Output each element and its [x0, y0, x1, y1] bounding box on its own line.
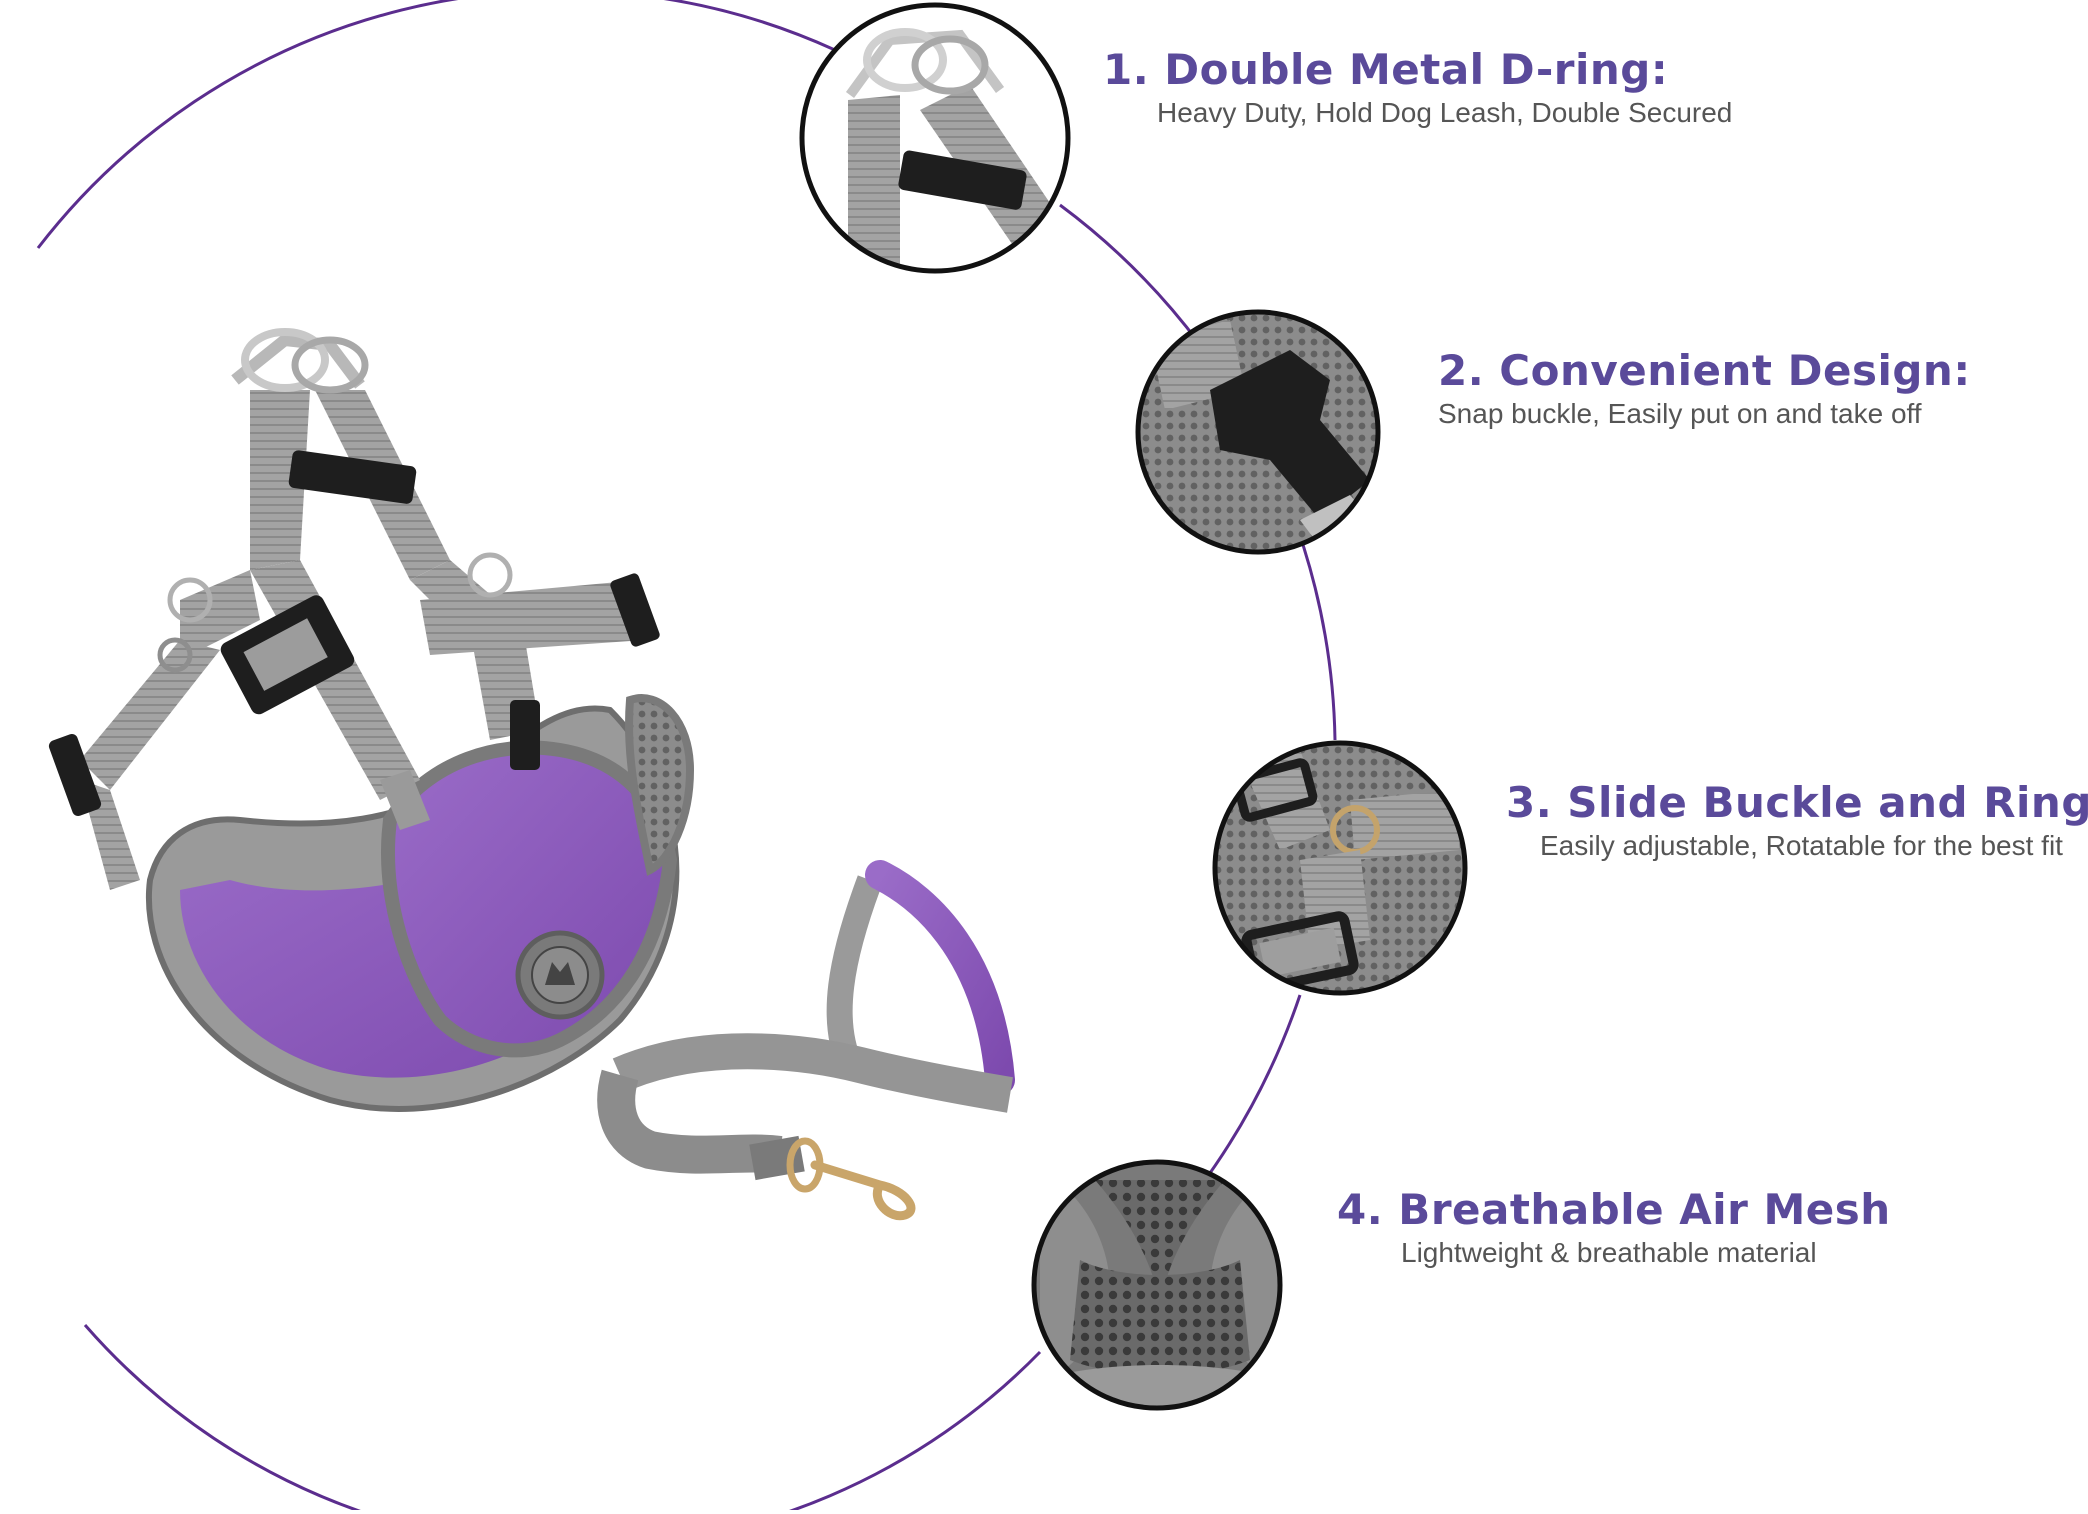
slide-buckle-closeup-icon: [1212, 740, 1468, 996]
dog-leash-icon: [597, 860, 1015, 1221]
feature-2-title: 2. Convenient Design:: [1438, 346, 1971, 395]
feature-2-description: Snap buckle, Easily put on and take off: [1438, 398, 1922, 429]
snap-buckle-closeup-icon: [1135, 309, 1381, 555]
dog-harness-icon: [48, 328, 695, 1112]
feature-4-title: 4. Breathable Air Mesh: [1337, 1185, 1891, 1234]
d-ring-closeup-icon: [799, 2, 1071, 274]
feature-3-title: 3. Slide Buckle and Ring: [1506, 778, 2088, 827]
feature-3-description: Easily adjustable, Rotatable for the bes…: [1540, 830, 2063, 861]
feature-1-description: Heavy Duty, Hold Dog Leash, Double Secur…: [1157, 97, 1733, 128]
feature-4-description: Lightweight & breathable material: [1401, 1237, 1817, 1268]
air-mesh-closeup-icon: [1031, 1159, 1283, 1411]
feature-1-title: 1. Double Metal D-ring:: [1103, 45, 1669, 94]
